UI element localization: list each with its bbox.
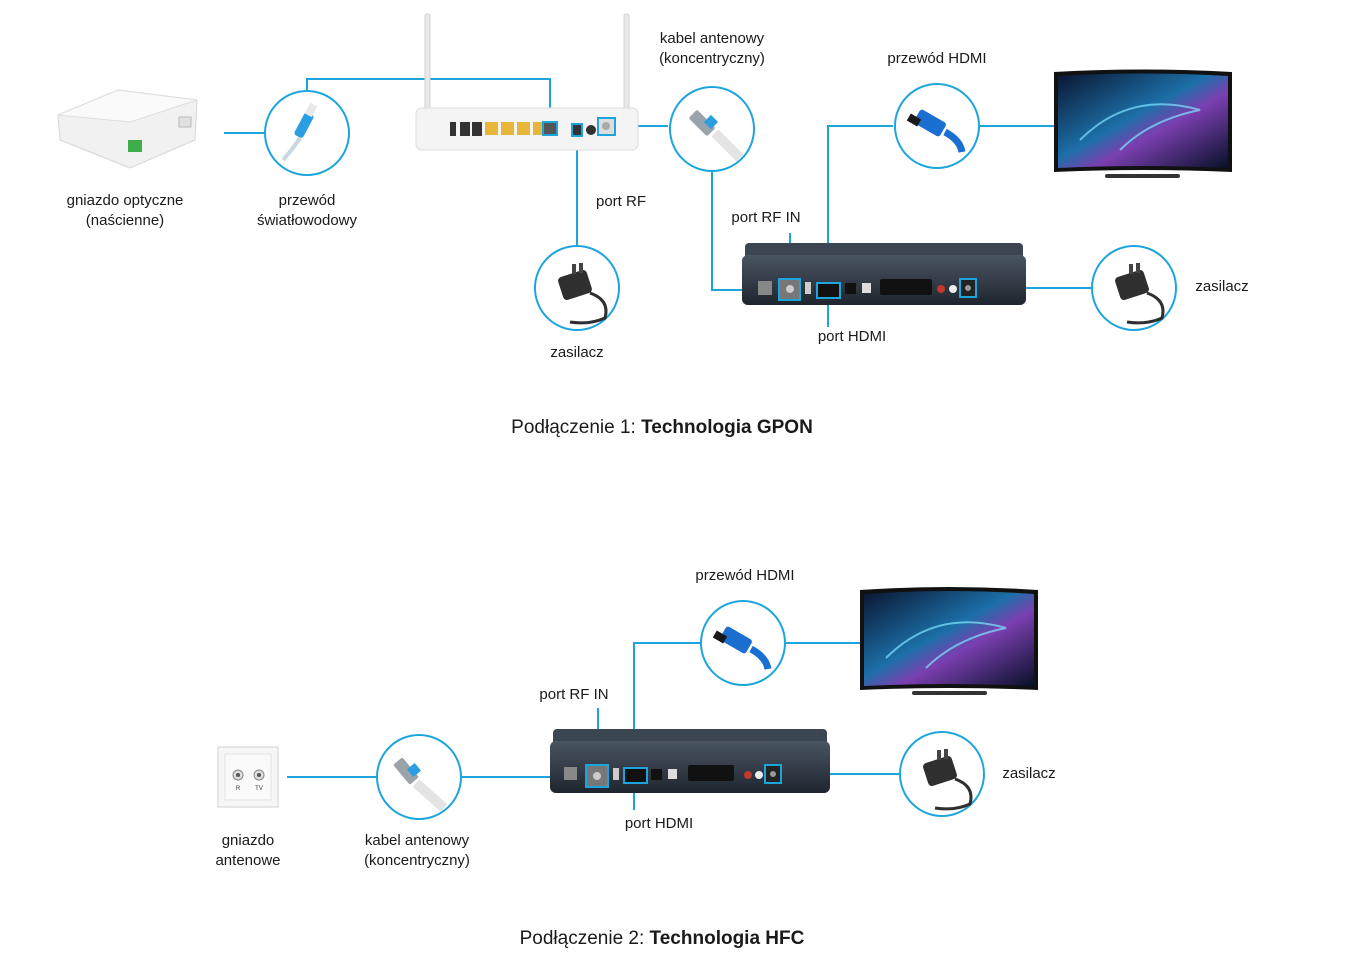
- label-hdmi-cable-gpon: przewód HDMI: [887, 50, 987, 67]
- label-optical-socket: gniazdo optyczne (naścienne): [40, 191, 210, 231]
- set-top-box-gpon: [742, 243, 1026, 305]
- hdmi-cable-icon-hfc: [700, 600, 786, 686]
- label-antenna-socket: gniazdo antenowe: [178, 831, 318, 871]
- caption-hfc-bold: Technologia HFC: [649, 928, 805, 949]
- tv-hfc: [860, 587, 1038, 695]
- caption-gpon-bold: Technologia GPON: [641, 417, 813, 438]
- label-fiber-cable-line2: światłowodowy: [256, 212, 358, 229]
- label-port-rf-in-gpon: port RF IN: [731, 209, 801, 226]
- label-antenna-cable-hfc-line1: kabel antenowy: [364, 832, 470, 849]
- label-port-hdmi-gpon: port HDMI: [817, 328, 887, 345]
- label-antenna-cable-gpon: kabel antenowy (koncentryczny): [637, 29, 787, 69]
- caption-hfc-prefix: Podłączenie 2:: [519, 928, 650, 949]
- label-antenna-cable-gpon-line2: (koncentryczny): [659, 50, 765, 67]
- label-port-rf-in-hfc: port RF IN: [539, 686, 609, 703]
- set-top-box-hfc: [550, 729, 830, 793]
- label-fiber-cable-line1: przewód: [278, 192, 336, 209]
- caption-hfc: Podłączenie 2: Technologia HFC: [412, 928, 912, 950]
- label-antenna-socket-line2: antenowe: [215, 852, 281, 869]
- caption-gpon-prefix: Podłączenie 1:: [511, 417, 642, 438]
- label-antenna-cable-hfc: kabel antenowy (koncentryczny): [342, 831, 492, 871]
- socket-tv-mark: TV: [255, 786, 263, 792]
- label-antenna-cable-hfc-line2: (koncentryczny): [364, 852, 470, 869]
- label-port-hdmi-hfc: port HDMI: [624, 815, 694, 832]
- fiber-cable-icon: [264, 90, 350, 176]
- stb-power-supply-icon: [1091, 245, 1177, 331]
- label-psu-hfc: zasilacz: [1002, 765, 1056, 782]
- label-antenna-socket-line1: gniazdo: [221, 832, 275, 849]
- label-fiber-cable: przewód światłowodowy: [227, 191, 387, 231]
- hfc-power-supply-icon: [899, 731, 985, 817]
- label-psu-router: zasilacz: [550, 344, 604, 361]
- label-optical-socket-line1: gniazdo optyczne: [66, 192, 184, 209]
- caption-gpon: Podłączenie 1: Technologia GPON: [412, 417, 912, 439]
- label-psu-stb-gpon: zasilacz: [1195, 278, 1249, 295]
- antenna-wall-socket: R TV: [217, 746, 279, 808]
- label-port-rf: port RF: [595, 193, 646, 210]
- coax-cable-icon: [669, 86, 755, 172]
- hdmi-cable-icon: [894, 83, 980, 169]
- label-optical-socket-line2: (naścienne): [85, 212, 165, 229]
- coax-cable-icon-hfc: [376, 734, 462, 820]
- ont-router: [415, 13, 639, 151]
- label-antenna-cable-gpon-line1: kabel antenowy: [659, 30, 765, 47]
- tv-gpon: [1054, 69, 1232, 178]
- label-hdmi-cable-hfc: przewód HDMI: [695, 567, 795, 584]
- socket-r-mark: R: [236, 786, 241, 792]
- router-power-supply-icon: [534, 245, 620, 331]
- optical-wall-socket: [57, 89, 198, 169]
